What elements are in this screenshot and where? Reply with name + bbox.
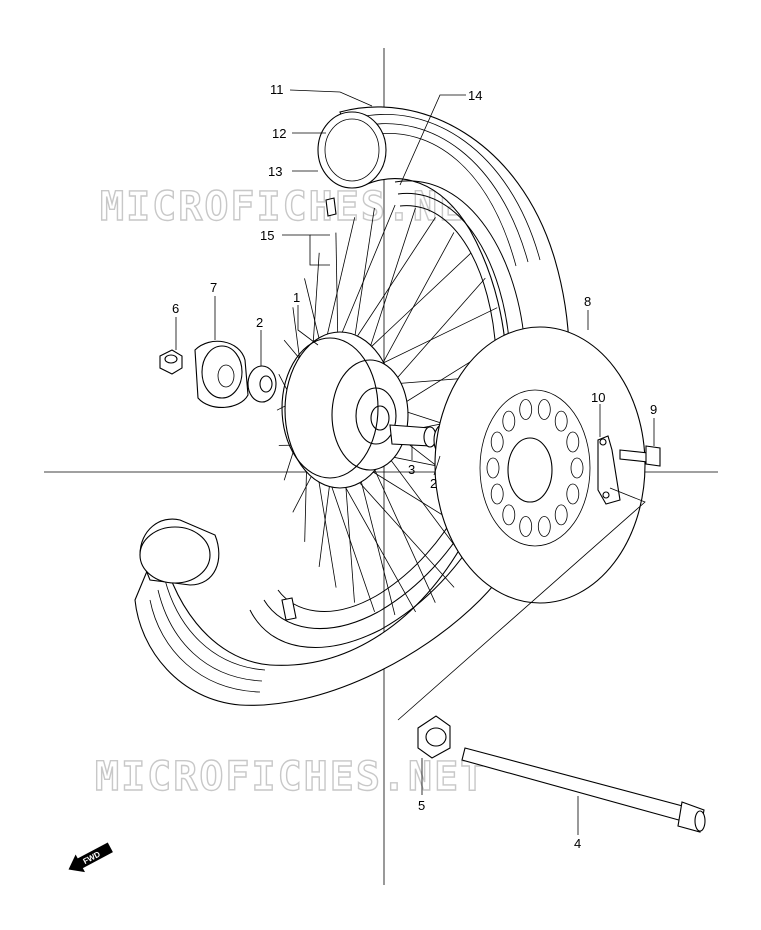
disc-hole (537, 399, 551, 420)
disc-hole (486, 457, 500, 479)
callout-labels: 11 12 13 14 15 1 6 7 2 8 10 9 3 2 5 4 (172, 82, 657, 851)
axle-nut-6 (159, 349, 183, 375)
spoke (351, 473, 455, 588)
spoke (370, 307, 498, 370)
hub (281, 331, 409, 489)
brake-disc (434, 326, 646, 604)
watermark-bottom: MICROFICHES.NET (95, 754, 486, 800)
callout-9: 9 (650, 402, 657, 417)
axle-collar (417, 715, 451, 759)
disc-hole (490, 431, 504, 453)
fwd-arrow-icon: FWD (68, 842, 113, 873)
bearing-2-left (247, 365, 277, 403)
spoke (370, 460, 436, 603)
speedometer-gearbox (194, 340, 249, 408)
assembly-guide (397, 487, 646, 721)
spoke (364, 207, 416, 364)
callout-15: 15 (260, 228, 274, 243)
callout-12: 12 (272, 126, 286, 141)
callout-5: 5 (418, 798, 425, 813)
disc-bolt (619, 445, 661, 467)
spoke (337, 473, 416, 613)
callout-10: 10 (591, 390, 605, 405)
callout-4: 4 (574, 836, 581, 851)
disc-hole (570, 457, 584, 479)
spoke-nipple (325, 197, 337, 217)
callout-7: 7 (210, 280, 217, 295)
disc-hole (566, 483, 580, 505)
disc-hole (537, 516, 551, 537)
callout-1: 1 (293, 290, 300, 305)
callout-13: 13 (268, 164, 282, 179)
spoke (375, 232, 455, 377)
disc-hole (490, 483, 504, 505)
disc-hole (554, 410, 568, 432)
spoke (382, 277, 486, 395)
lock-plate (597, 435, 621, 505)
callout-6: 6 (172, 301, 179, 316)
watermark-top: MICROFICHES.NET (100, 184, 491, 230)
valve (281, 597, 297, 621)
callout-8: 8 (584, 294, 591, 309)
disc-hole (566, 431, 580, 453)
callout-14: 14 (468, 88, 482, 103)
callout-11: 11 (270, 82, 284, 97)
callout-3: 3 (408, 462, 415, 477)
disc-hole (502, 504, 516, 526)
disc-hole (519, 399, 533, 420)
spoke (351, 208, 375, 356)
callout-2-left: 2 (256, 315, 263, 330)
front-axle (461, 747, 706, 833)
callout-2-right: 2 (430, 476, 437, 491)
disc-hole (502, 410, 516, 432)
spoke (358, 252, 472, 359)
disc-hole (554, 504, 568, 526)
disc-hole (519, 516, 533, 537)
spacer-3 (389, 424, 437, 448)
spoke (324, 466, 375, 613)
leader-lines (175, 89, 655, 835)
